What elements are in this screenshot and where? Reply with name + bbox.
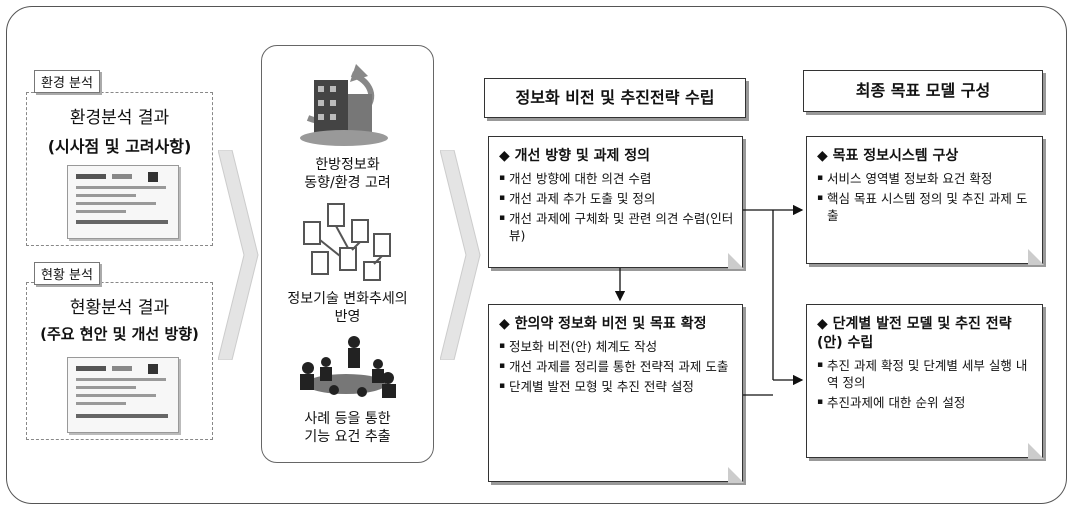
list-item: 추진과제에 대한 순위 설정	[817, 394, 1034, 411]
final-model-header: 최종 목표 모델 구성	[803, 70, 1043, 112]
list-item: 핵심 목표 시스템 정의 및 추진 과제 도출	[817, 190, 1034, 224]
env-analysis-title: 환경분석 결과	[69, 108, 170, 128]
document-icon	[76, 364, 168, 418]
list-item: 정보화 비전(안) 체계도 작성	[499, 338, 734, 355]
env-analysis-subtitle: (시사점 및 고려사항)	[47, 137, 192, 156]
list-item: 개선 방향에 대한 의견 수렴	[499, 170, 734, 187]
env-analysis-box: 환경분석 결과 (시사점 및 고려사항)	[26, 92, 213, 246]
status-analysis-subtitle: (주요 현안 및 개선 방향)	[40, 325, 199, 343]
vision-strategy-header: 정보화 비전 및 추진전략 수립	[484, 78, 746, 118]
target-system-title: ◆ 목표 정보시스템 구상	[817, 148, 959, 164]
page-fold	[1028, 443, 1044, 459]
vision-goal-title: ◆ 한의약 정보화 비전 및 목표 확정	[499, 316, 707, 332]
page-fold	[728, 467, 744, 483]
improvement-direction-box: ◆ 개선 방향 및 과제 정의 개선 방향에 대한 의견 수렴 개선 과제 추가…	[488, 136, 744, 269]
env-document-thumbnail	[67, 165, 179, 239]
building-icon	[300, 64, 388, 146]
status-analysis-box: 현황분석 결과 (주요 현안 및 개선 방향)	[26, 282, 213, 440]
list-item: 단계별 발전 모형 및 추진 전략 설정	[499, 378, 734, 395]
target-system-box: ◆ 목표 정보시스템 구상 서비스 영역별 정보화 요건 확정 핵심 목표 시스…	[806, 136, 1044, 265]
meeting-people-icon	[300, 336, 396, 398]
list-item: 개선 과제를 정리를 통한 전략적 과제 도출	[499, 358, 734, 375]
middle-label-2: 정보기술 변화추세의 반영	[287, 291, 408, 325]
list-item: 추진 과제 확정 및 단계별 세부 실행 내역 정의	[817, 357, 1034, 391]
network-computers-icon	[303, 203, 391, 281]
page-fold	[728, 253, 744, 269]
list-item: 서비스 영역별 정보화 요건 확정	[817, 170, 1034, 187]
status-analysis-tab: 현황 분석	[34, 262, 100, 285]
document-icon	[76, 172, 168, 224]
diagram-frame	[6, 6, 1067, 504]
phased-model-title: ◆ 단계별 발전 모델 및 추진 전략(안) 수립	[817, 316, 1012, 351]
status-analysis-title: 현황분석 결과	[69, 298, 170, 318]
env-analysis-tab: 환경 분석	[34, 70, 100, 93]
status-document-thumbnail	[67, 357, 179, 433]
middle-label-3: 사례 등을 통한 기능 요건 추출	[304, 411, 391, 445]
list-item: 개선 과제 추가 도출 및 정의	[499, 190, 734, 207]
phased-model-box: ◆ 단계별 발전 모델 및 추진 전략(안) 수립 추진 과제 확정 및 단계별…	[806, 304, 1044, 459]
page-fold	[1028, 249, 1044, 265]
middle-label-1: 한방정보화 동향/환경 고려	[304, 157, 391, 191]
chevron-arrow-icon	[218, 150, 259, 360]
chevron-arrow-icon	[440, 150, 481, 360]
vision-goal-box: ◆ 한의약 정보화 비전 및 목표 확정 정보화 비전(안) 체계도 작성 개선…	[488, 304, 744, 483]
considerations-column	[261, 45, 434, 463]
list-item: 개선 과제에 구체화 및 관련 의견 수렴(인터뷰)	[499, 210, 734, 244]
improvement-direction-title: ◆ 개선 방향 및 과제 정의	[499, 148, 651, 164]
